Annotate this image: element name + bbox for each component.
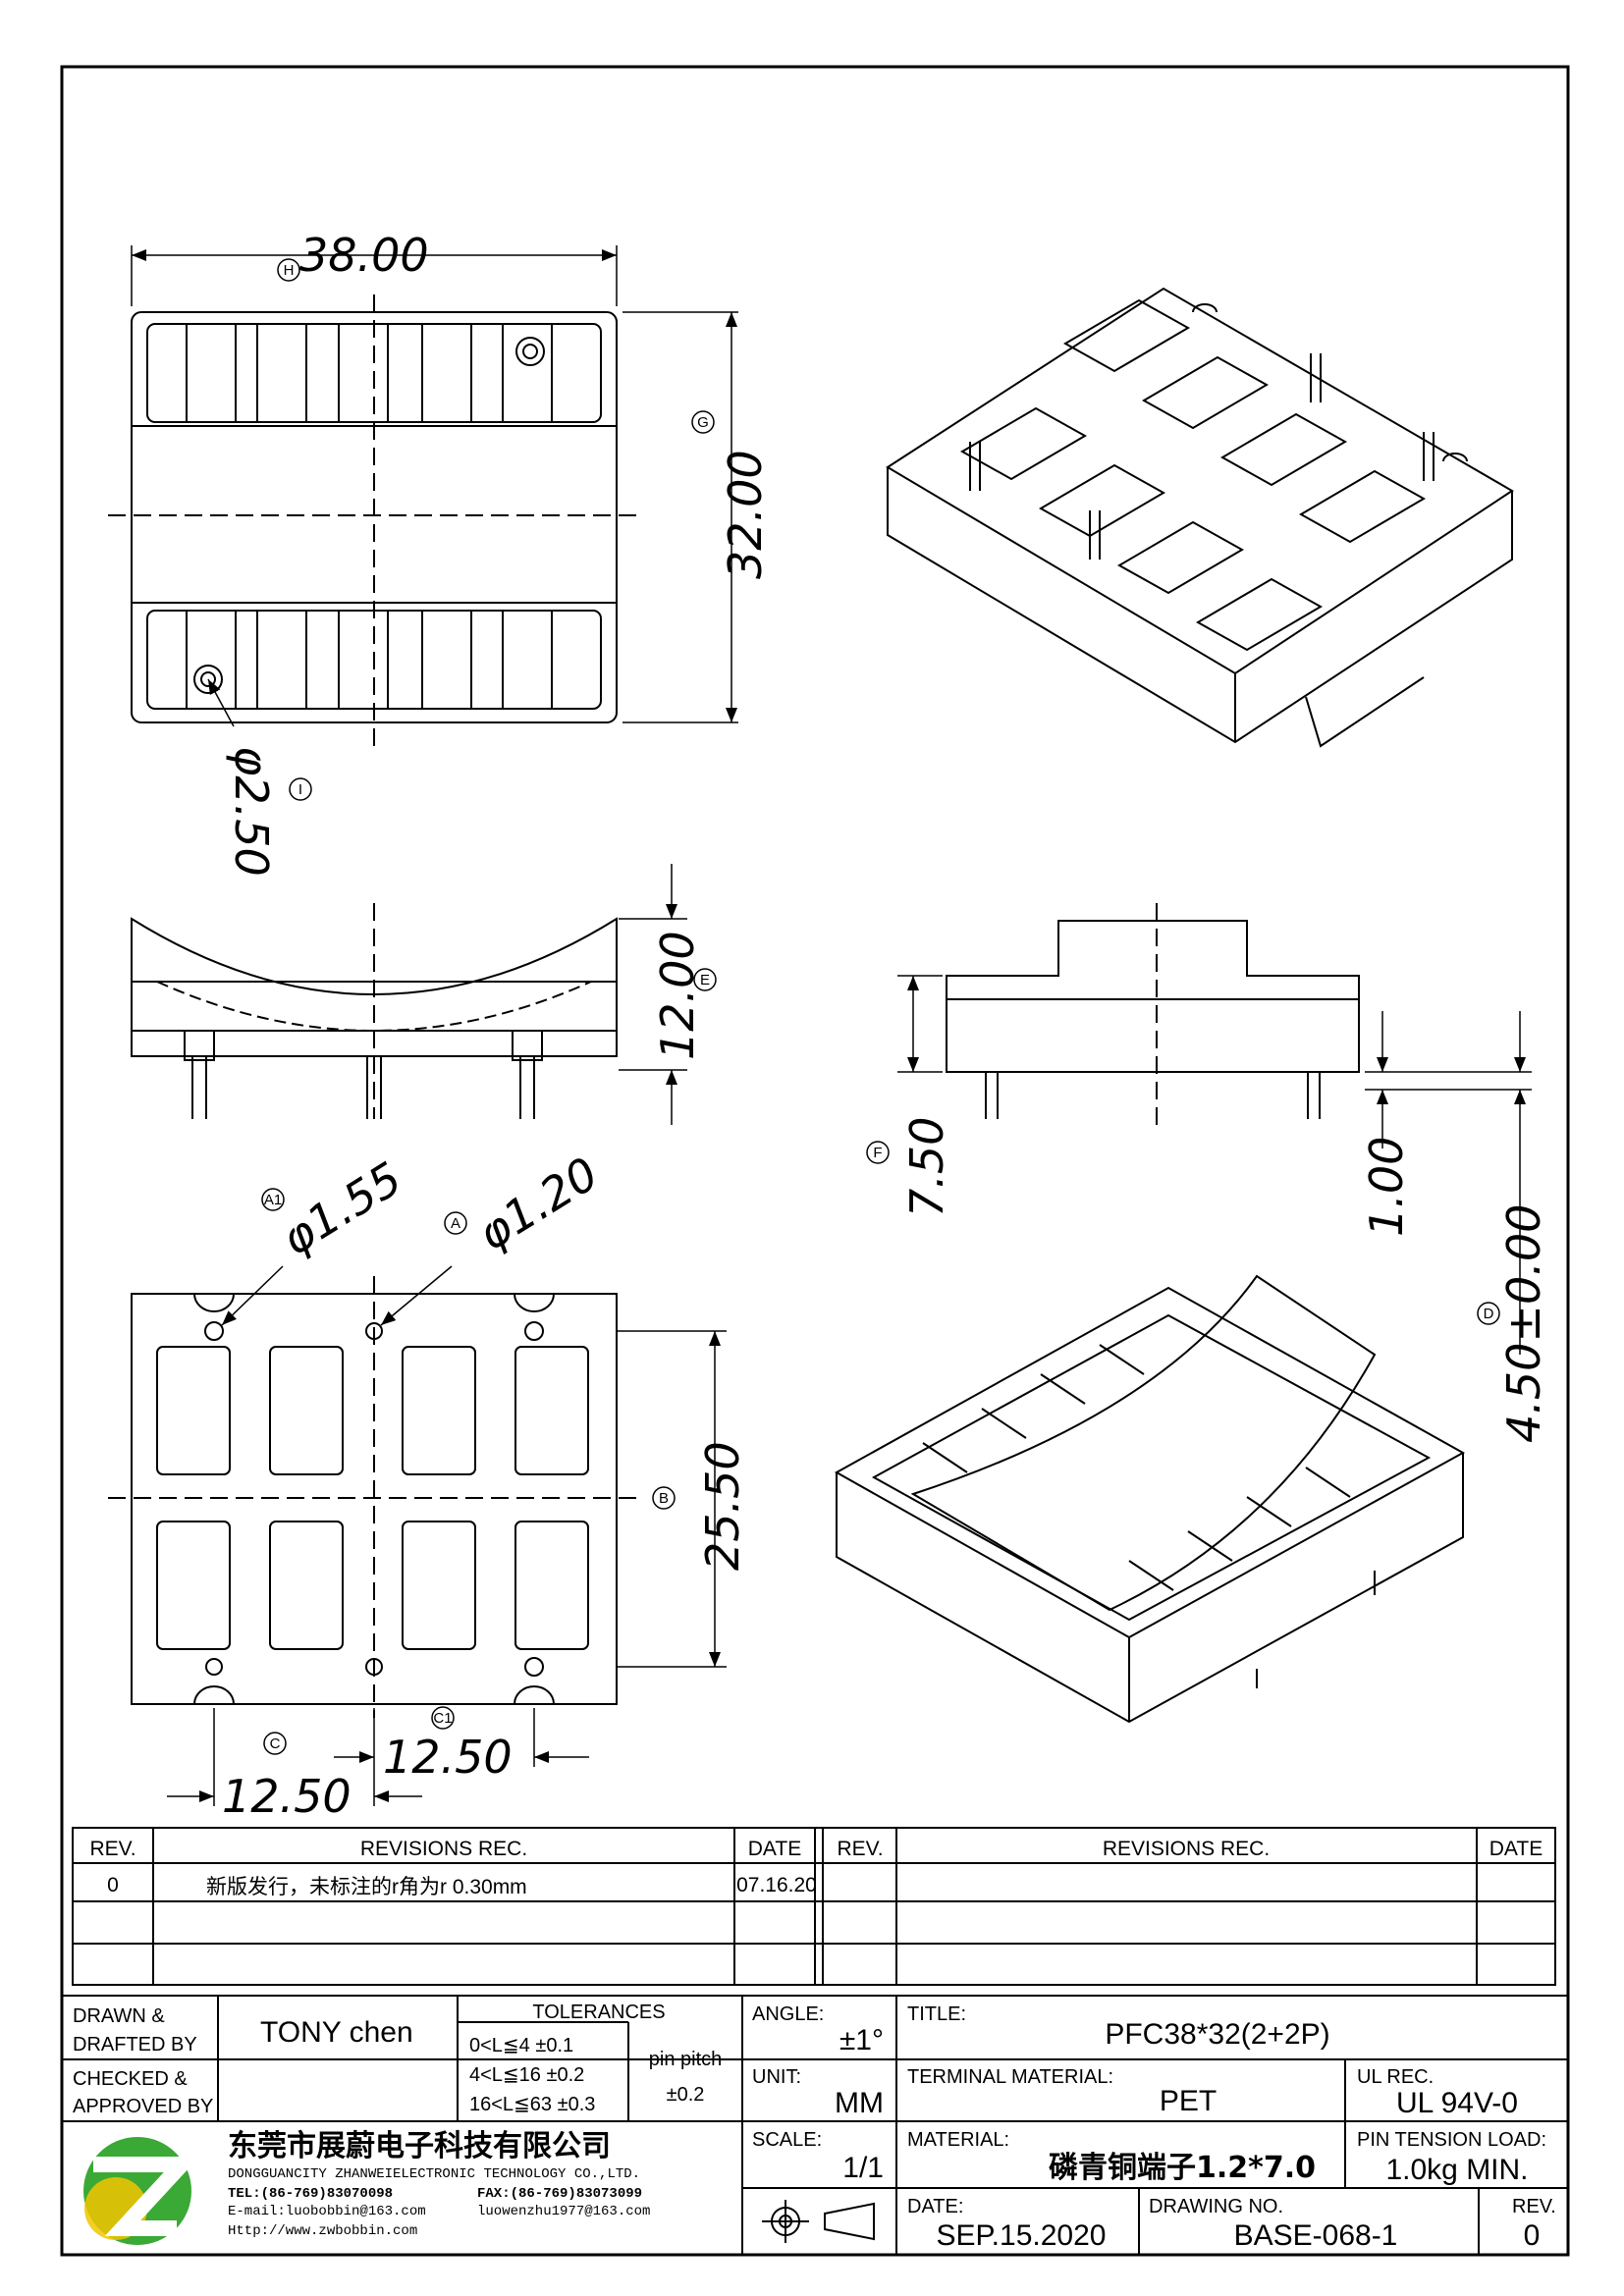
dim-pin-len: 4.50±0.00 [1497,1204,1550,1443]
svg-text:B: B [659,1490,669,1507]
pin-pitch-value: ±0.2 [667,2084,705,2106]
rev-header-left: REV. [89,1838,135,1860]
svg-text:C: C [270,1735,281,1752]
dim-height-front: 12.00 [651,931,704,1060]
pin-tension-label: PIN TENSION LOAD: [1357,2129,1546,2151]
dim-hole-a: φ1.20 [468,1147,607,1260]
terminal-material-value: PET [1160,2085,1217,2117]
pin-pitch-label: pin pitch [649,2049,723,2070]
company-email: E-mail:luobobbin@163.com [228,2204,426,2219]
iso-view-bottom [834,1274,1466,1724]
dim-side-height: 7.50 [900,1117,953,1217]
side-view [946,903,1360,1129]
revision-row-rev: 0 [107,1874,119,1896]
svg-text:F: F [873,1145,882,1161]
svg-text:G: G [697,414,709,431]
projection-symbol-icon [742,2187,896,2243]
svg-text:I: I [298,781,302,798]
company-email-2: luowenzhu1977@163.com [477,2204,650,2219]
marker-h: H [277,258,300,282]
marker-i: I [289,777,312,801]
revision-row-date: '07.16.20 [732,1874,817,1896]
checked-label-2: APPROVED BY [73,2096,213,2117]
svg-text:A: A [451,1215,460,1232]
marker-a: A [444,1211,467,1235]
revision-row-text: 新版发行，未标注的r角为r 0.30mm [206,1876,527,1898]
dim-pitch-c: 12.50 [222,1770,352,1823]
company-name-en: DONGGUANCITY ZHANWEIELECTRONIC TECHNOLOG… [228,2166,640,2182]
dim-width-top: 38.00 [299,229,429,282]
svg-text:H: H [284,262,295,279]
rec-header-left: REVISIONS REC. [360,1838,527,1860]
drawing-no-label: DRAWING NO. [1149,2196,1283,2217]
marker-f: F [866,1141,890,1164]
pin-tension-value: 1.0kg MIN. [1385,2154,1528,2186]
unit-value: MM [835,2087,884,2119]
dim-pitch-c1: 12.50 [383,1731,513,1784]
checked-label-1: CHECKED & [73,2068,188,2090]
material-value: 磷青铜端子1.2*7.0 [1049,2151,1316,2185]
dim-span-b: 25.50 [696,1441,749,1571]
material-label: MATERIAL: [907,2129,1009,2151]
unit-label: UNIT: [752,2066,801,2088]
angle-label: ANGLE: [752,2003,824,2025]
bottom-view [108,1276,638,1718]
drawn-value: TONY chen [260,2016,413,2049]
rev-value: 0 [1524,2219,1541,2252]
terminal-material-label: TERMINAL MATERIAL: [907,2066,1113,2088]
marker-e: E [693,968,717,991]
dim-hole-dia: φ2.50 [225,746,278,877]
marker-d: D [1477,1302,1500,1325]
front-view [131,903,618,1119]
svg-text:D: D [1484,1306,1494,1322]
date-value: SEP.15.2020 [937,2219,1107,2252]
ul-rec-value: UL 94V-0 [1396,2087,1518,2119]
ul-rec-label: UL REC. [1357,2066,1434,2088]
bottom-view-dims [167,1265,727,1806]
tolerance-1: 0<L≦4 ±0.1 [469,2035,573,2056]
scale-label: SCALE: [752,2129,822,2151]
revision-table [72,1827,1556,1986]
dim-depth-top: 32.00 [719,450,772,579]
date-header-left: DATE [748,1838,801,1860]
top-view-dims [131,245,738,727]
marker-b: B [652,1486,676,1510]
title-value: PFC38*32(2+2P) [1105,2018,1329,2051]
top-view [108,294,638,746]
company-tel: TEL:(86-769)83070098 [228,2186,393,2202]
company-name-cn: 东莞市展蔚电子科技有限公司 [228,2129,611,2163]
svg-text:C1: C1 [433,1710,452,1727]
company-logo-icon [83,2137,200,2245]
rec-header-right: REVISIONS REC. [1103,1838,1270,1860]
dim-pin-step: 1.00 [1360,1137,1413,1237]
marker-a1: A1 [261,1188,285,1211]
company-website: Http://www.zwbobbin.com [228,2223,417,2239]
drawn-label-2: DRAFTED BY [73,2034,197,2056]
front-view-dims [619,864,687,1125]
svg-text:A1: A1 [264,1192,282,1208]
angle-value: ±1° [839,2024,884,2056]
scale-value: 1/1 [842,2152,884,2184]
svg-text:E: E [700,972,710,988]
marker-c1: C1 [431,1706,455,1730]
date-label: DATE: [907,2196,963,2217]
date-header-right: DATE [1489,1838,1543,1860]
iso-view-top [886,287,1514,748]
tolerances-label: TOLERANCES [532,2002,665,2023]
dim-hole-a1: φ1.55 [272,1151,410,1265]
marker-c: C [263,1732,287,1755]
tolerance-3: 16<L≦63 ±0.3 [469,2094,595,2115]
rev-label: REV. [1512,2196,1556,2217]
side-view-dims [897,975,1532,1355]
marker-g: G [691,410,715,434]
rev-header-right: REV. [837,1838,883,1860]
drawing-no-value: BASE-068-1 [1234,2219,1398,2252]
title-label: TITLE: [907,2003,966,2025]
drawn-label-1: DRAWN & [73,2005,165,2027]
tolerance-2: 4<L≦16 ±0.2 [469,2064,584,2086]
company-fax: FAX:(86-769)83073099 [477,2186,642,2202]
